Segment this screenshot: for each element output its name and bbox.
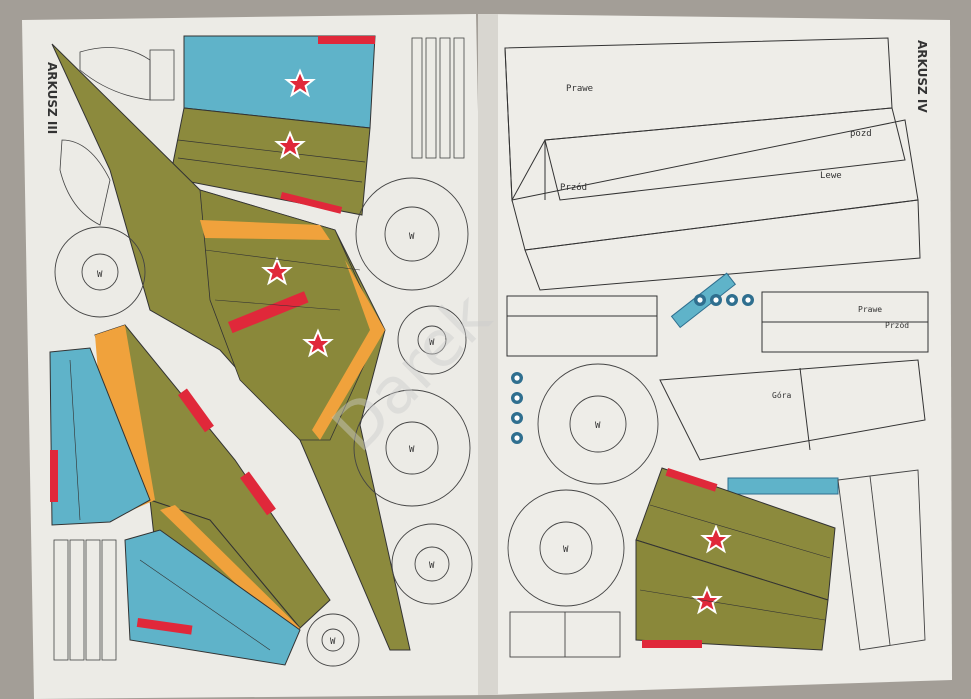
label-lewe: Lewe bbox=[820, 171, 842, 181]
top-tail-part bbox=[169, 35, 376, 216]
left-blue-wing-part bbox=[49, 347, 151, 526]
page-spine bbox=[478, 14, 498, 695]
right-rib-parts bbox=[509, 469, 926, 658]
wheel-labels-right: W W bbox=[563, 421, 601, 555]
wheel-discs-right bbox=[507, 363, 659, 607]
small-outline-parts bbox=[59, 47, 175, 226]
wheel-label: W bbox=[97, 270, 103, 280]
mid-panels bbox=[506, 291, 929, 461]
label-gora: Góra bbox=[772, 390, 791, 400]
sheet-right-title: ARKUSZ IV bbox=[915, 40, 929, 113]
wheel-label: W bbox=[563, 545, 569, 555]
blue-struts bbox=[511, 272, 839, 495]
label-przod-small: Przód bbox=[885, 320, 909, 330]
wheel-discs-left bbox=[54, 177, 473, 667]
fuselage-panels bbox=[504, 37, 921, 291]
top-rib-strips bbox=[411, 37, 465, 159]
wheel-labels-left: W W W W W W bbox=[97, 232, 435, 647]
wheel-label: W bbox=[409, 445, 415, 455]
label-tyl: pozd bbox=[850, 129, 872, 139]
wheel-label: W bbox=[429, 338, 435, 348]
label-prawe-small: Prawe bbox=[858, 305, 882, 314]
bottom-blue-wing-part bbox=[124, 529, 301, 666]
panel-labels: Prawe Lewe Przód pozd bbox=[560, 84, 872, 193]
wheel-label: W bbox=[330, 637, 336, 647]
right-page bbox=[490, 14, 952, 695]
fuselage-part bbox=[51, 43, 411, 651]
label-przod: Przód bbox=[560, 182, 587, 193]
rib-strips bbox=[53, 539, 117, 661]
label-prawe: Prawe bbox=[566, 84, 593, 94]
wheel-label: W bbox=[429, 561, 435, 571]
sheet-left-title: ARKUSZ III bbox=[45, 62, 59, 134]
wheel-label: W bbox=[595, 421, 601, 431]
bottom-olive-tail bbox=[635, 467, 836, 651]
mid-labels: Prawe Przód Góra bbox=[772, 305, 909, 400]
wheel-label: W bbox=[409, 232, 415, 242]
